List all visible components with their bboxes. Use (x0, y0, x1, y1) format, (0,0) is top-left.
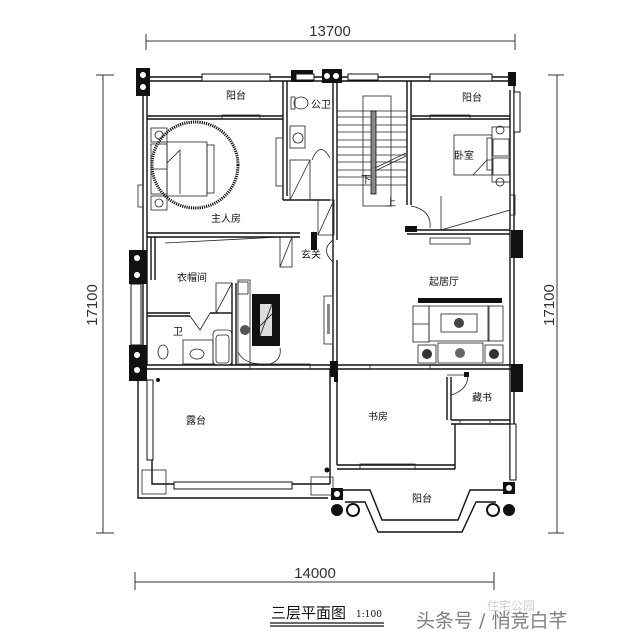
watermark-logo-text: 住宅公园 (487, 598, 535, 613)
public-wc-fixtures (289, 96, 335, 236)
dimension-left-label: 17100 (84, 284, 101, 326)
book-storage-door (447, 372, 469, 396)
dimension-right: 17100 (541, 74, 564, 534)
dimension-left: 17100 (84, 74, 114, 534)
interior-walls (147, 81, 515, 484)
bedroom-door (410, 196, 511, 231)
label-balcony-nw: 阳台 (226, 89, 246, 102)
label-bedroom: 卧室 (454, 149, 474, 162)
windows (137, 114, 516, 470)
label-living-room: 起居厅 (429, 276, 459, 288)
label-public-wc: 公卫 (311, 100, 331, 111)
closet-fixtures (164, 236, 293, 314)
dimension-bottom: 14000 (134, 565, 495, 590)
foyer-door (323, 239, 334, 345)
label-study: 书房 (368, 410, 388, 423)
bathroom-fixtures (157, 312, 233, 366)
top-balustrades (201, 73, 493, 82)
label-bathroom: 卫 (173, 327, 183, 338)
bedroom-bed (453, 125, 511, 187)
right-balustrade (513, 91, 521, 133)
dimension-top-label: 13700 (309, 23, 351, 40)
room-labels: 阳台 公卫 阳台 主人房 卧室 玄关 衣帽间 起居厅 卫 露台 书房 藏书 阳台 (173, 89, 492, 505)
label-master-bedroom: 主人房 (211, 212, 241, 225)
watermark-text: 头条号 / 悄竞白芊 (416, 610, 567, 632)
stairs-up-label: 上 (386, 197, 396, 209)
drawing-title-block: 三层平面图 1:100 (270, 604, 384, 627)
label-terrace: 露台 (186, 414, 206, 427)
master-bed (150, 120, 240, 211)
label-balcony-ne: 阳台 (462, 91, 482, 104)
label-walk-in-closet: 衣帽间 (177, 271, 207, 284)
label-balcony-south: 阳台 (412, 492, 432, 505)
drawing-scale: 1:100 (356, 610, 382, 620)
south-balcony (331, 423, 517, 533)
left-balustrade (130, 283, 142, 346)
drawing-title: 三层平面图 (271, 604, 346, 622)
wall-fills (311, 226, 417, 382)
watermark: 住宅公园 头条号 / 悄竞白芊 (416, 598, 567, 632)
dimension-bottom-label: 14000 (294, 565, 336, 582)
stairs-down-label: 下 (361, 175, 371, 186)
terrace-balustrade (141, 378, 334, 496)
wardrobe-tv (275, 137, 284, 187)
living-room-furniture (412, 298, 504, 364)
label-foyer: 玄关 (301, 248, 321, 261)
label-book-storage: 藏书 (472, 392, 492, 404)
dressing-area (237, 279, 281, 365)
dimension-right-label: 17100 (541, 284, 558, 326)
dimension-top: 13700 (145, 23, 516, 50)
staircase: 下 上 (337, 95, 407, 209)
